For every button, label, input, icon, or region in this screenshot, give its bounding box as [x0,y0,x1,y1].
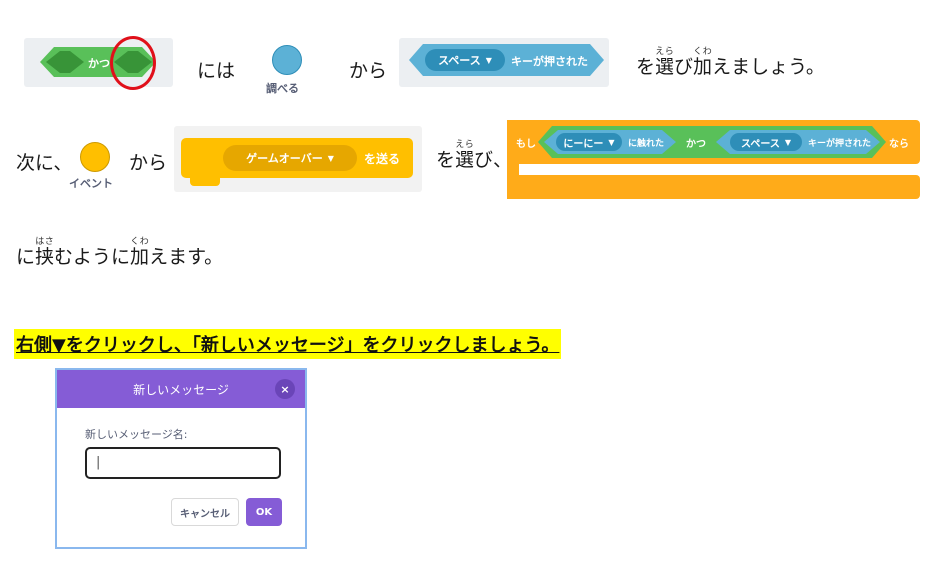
text-muyouni: むように [54,246,131,268]
text-emashou: えましょう。 [712,56,825,78]
new-message-dialog: 新しいメッセージ × 新しいメッセージ名: | キャンセル OK [55,368,307,549]
kanji-kuwaeru: 加 [693,56,713,78]
text-niwa: には [197,60,236,82]
text-bi: び [674,56,694,78]
broadcast-dropdown[interactable]: ゲームオーバー ▼ [223,145,357,171]
text-next: 次に、 [16,152,73,174]
and-operator-filled[interactable]: にーにー ▼ に触れた かつ スペース ▼ キーが押された [538,126,886,158]
ruby-erabu-2: 選えら [455,140,475,171]
broadcast-block-tab [190,176,220,186]
broadcast-label: を送る [364,152,401,166]
text-bi-2: び、 [474,149,513,171]
key-dropdown-value: スペース [438,54,481,67]
dropdown-caret-icon: ▼ [327,153,334,163]
key-pressed-label: キーが押された [511,55,588,68]
furigana-erabu: えら [655,47,675,57]
message-name-input[interactable]: | [85,447,281,479]
and-block-label: かつ [88,57,110,70]
ruby-erabu: 選えら [655,47,675,78]
message-name-label: 新しいメッセージ名: [85,428,188,441]
kanji-erabu-2: 選 [455,149,475,171]
and-label: かつ [686,139,706,150]
key-pressed-block[interactable]: スペース ▼ キーが押された [409,44,604,76]
ruby-kuwaeru-2: 加くわ [130,237,150,268]
text-kara-2: から [129,152,168,174]
furigana-erabu-2: えら [455,140,475,150]
broadcast-block[interactable]: ゲームオーバー ▼ を送る [181,138,413,178]
key-pressed-nested[interactable]: スペース ▼ キーが押された [716,130,880,154]
kanji-erabu: 選 [655,56,675,78]
events-caption: イベント [69,177,113,190]
if-label: もし [516,139,536,150]
ok-button[interactable]: OK [246,498,282,526]
sensing-caption: 調べる [266,82,299,95]
key-dropdown-nested[interactable]: スペース ▼ [730,133,802,151]
key-dropdown[interactable]: スペース ▼ [425,49,505,71]
instruction-line-1: を選えらび加くわえましょう。 [636,47,825,79]
text-emasu: えます。 [149,246,224,268]
then-label: なら [889,139,909,150]
ruby-hasamu: 挟はさ [35,237,55,268]
dialog-header: 新しいメッセージ [57,370,305,408]
text-wo-2: を [436,149,456,171]
dropdown-caret-icon: ▼ [608,137,615,147]
ruby-kuwaeru: 加くわ [693,47,713,78]
broadcast-dropdown-value: ゲームオーバー [246,152,323,165]
and-left-slot[interactable] [46,51,84,73]
furigana-kuwaeru-2: くわ [130,237,150,247]
events-category-icon[interactable] [80,142,110,172]
dialog-title: 新しいメッセージ [133,382,229,397]
red-circle-annotation [110,36,156,90]
touching-dropdown[interactable]: にーにー ▼ [556,133,622,151]
text-wo: を [636,56,656,78]
kanji-hasamu: 挟 [35,246,55,268]
touching-block[interactable]: にーにー ▼ に触れた [544,130,676,154]
highlighted-instruction: 右側▼をクリックし、「新しいメッセージ」をクリックしましょう。 [14,329,562,359]
close-icon[interactable]: × [275,379,295,399]
key-dropdown-nested-value: スペース [741,138,780,150]
instruction-line-2: を選えらび、 [436,140,512,172]
instruction-line-3: に挟はさむように加くわえます。 [16,237,223,269]
cancel-button[interactable]: キャンセル [171,498,239,526]
key-pressed-nested-label: キーが押された [808,139,872,149]
if-block[interactable]: もし にーにー ▼ に触れた かつ スペース ▼ キーが押された なら [507,120,920,199]
touching-dropdown-value: にーにー [563,138,604,150]
furigana-kuwaeru: くわ [693,47,713,57]
touching-label: に触れた [628,139,665,149]
text-kara-1: から [349,60,388,82]
sensing-category-icon[interactable] [272,45,302,75]
furigana-hasamu: はさ [35,237,55,247]
if-block-mouth [519,164,920,175]
dropdown-caret-icon: ▼ [784,137,791,147]
kanji-kuwaeru-2: 加 [130,246,150,268]
dropdown-caret-icon: ▼ [485,55,492,65]
if-block-bottom [507,175,920,199]
text-ni: に [16,246,36,268]
